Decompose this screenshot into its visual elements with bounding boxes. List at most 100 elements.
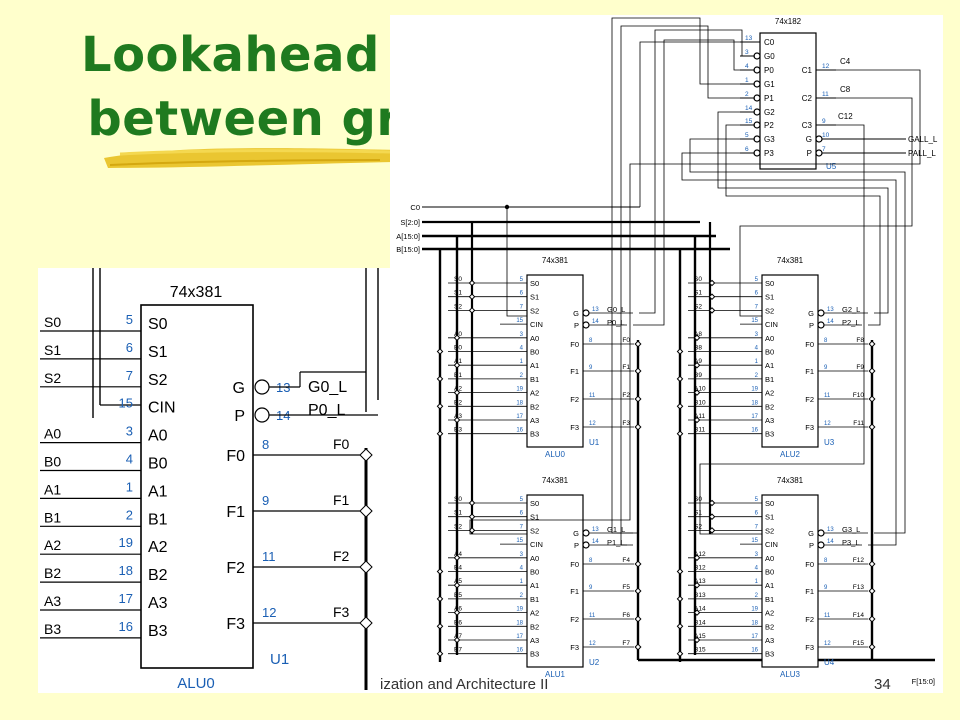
zoom-pin-name: B2 <box>148 567 168 584</box>
bus-tap <box>676 430 684 438</box>
alu-input-label: A9 <box>694 358 702 365</box>
alu-pin-number: 7 <box>755 524 759 530</box>
alu-input-label: B1 <box>454 372 462 379</box>
zoom-pin-number: 15 <box>119 396 133 411</box>
alu-input-label: S2 <box>694 523 702 530</box>
output-bus-label: F[15:0] <box>912 677 935 686</box>
alu-pin-number: 16 <box>751 428 758 434</box>
cla-output-name: C1 <box>802 66 813 75</box>
cla-pin-number: 12 <box>822 63 830 70</box>
alu-pin-number: 7 <box>520 524 524 530</box>
alu-g-bubble <box>582 309 590 317</box>
alu-input-label: A0 <box>454 331 462 338</box>
bus-tap <box>468 279 476 287</box>
bus-tap <box>436 375 444 383</box>
zoom-bus-tap <box>359 616 373 630</box>
alu-input-label: B3 <box>454 427 462 434</box>
alu-pin-number: 19 <box>516 387 523 393</box>
alu-pin-name: A1 <box>765 581 774 590</box>
alu-pin-name: S1 <box>530 513 539 522</box>
zoom-pin-number: 12 <box>262 605 276 620</box>
alu-pin-number: 15 <box>516 318 523 324</box>
alu-pin-number: 13 <box>592 527 599 533</box>
alu-g-net: G0_L <box>607 305 625 314</box>
bus-tap <box>468 307 476 314</box>
zoom-pin-number: 17 <box>119 591 133 606</box>
alu-input-label: S1 <box>694 290 702 297</box>
alu-f-label: F2 <box>805 615 814 624</box>
cla-group-net: GALL_L <box>908 135 938 144</box>
alu-f-net: F1 <box>622 364 630 371</box>
zoom-input-label: A1 <box>44 481 61 497</box>
alu-g-bubble <box>582 529 590 537</box>
bus-tap <box>468 513 476 521</box>
zoom-g-bubble <box>254 379 270 395</box>
alu-input-label: A11 <box>694 413 705 420</box>
cla-output-bubble <box>815 135 823 143</box>
bus-tap <box>453 334 461 342</box>
alu-part-label: 74x381 <box>542 256 569 265</box>
zoom-p-bubble <box>254 407 270 423</box>
alu-pin-number: 18 <box>751 400 758 406</box>
alu-input-label: A12 <box>694 551 706 558</box>
alu-pin-name: B2 <box>530 402 539 411</box>
alu-g-bubble <box>817 309 825 317</box>
alu-pin-number: 8 <box>589 558 593 564</box>
alu-pin-name: B0 <box>530 348 539 357</box>
alu-p-net: P1_L <box>607 538 625 547</box>
alu-pin-number: 11 <box>824 393 831 399</box>
alu-f-label: F3 <box>805 423 814 432</box>
alu-pin-number: 11 <box>824 613 831 619</box>
zoom-pin-number: 9 <box>262 493 269 508</box>
bus-tap <box>453 554 461 562</box>
bus-tap <box>676 568 684 575</box>
zoom-f-net: F2 <box>333 548 350 564</box>
bus-label: C0 <box>410 203 420 212</box>
alu-pin-number: 12 <box>589 641 596 647</box>
alu-pin-name: CIN <box>765 540 778 549</box>
alu-name: ALU1 <box>545 670 566 679</box>
cla-pin-number: 15 <box>745 118 753 125</box>
alu-pin-name: B3 <box>530 430 539 439</box>
g-route-wire <box>689 138 906 534</box>
bus-tap <box>453 361 461 369</box>
alu-pin-name: B3 <box>765 430 774 439</box>
alu-pin-number: 3 <box>520 332 524 338</box>
cla-group-net: PALL_L <box>908 149 936 158</box>
zoom-input-label: A3 <box>44 593 61 609</box>
alu-chip <box>761 494 819 668</box>
alu-pin-number: 9 <box>589 585 593 591</box>
alu-pin-number: 2 <box>520 593 524 599</box>
zoom-pin-number: 2 <box>126 507 133 522</box>
alu-pin-name: A0 <box>765 334 774 343</box>
alu-input-label: B8 <box>694 345 702 352</box>
p-route-wire <box>681 152 897 546</box>
alu-pin-number: 7 <box>520 304 524 310</box>
zoom-pin-number: 1 <box>126 479 133 494</box>
alu-pin-number: 17 <box>516 414 523 420</box>
bus-tap <box>453 636 461 644</box>
alu-pin-number: 2 <box>755 593 759 599</box>
alu-pin-number: 1 <box>755 359 759 365</box>
alu-pin-name: S0 <box>530 279 539 288</box>
zoom-input-label: B1 <box>44 509 61 525</box>
g-route-wire <box>717 111 889 314</box>
alu-pin-number: 15 <box>516 538 523 544</box>
alu-pin-number: 11 <box>589 393 596 399</box>
alu-f-net: F9 <box>856 364 864 371</box>
alu-input-label: S0 <box>694 276 702 283</box>
alu-input-label: S0 <box>454 496 462 503</box>
alu-g-net: G3_L <box>842 525 860 534</box>
cla-pin-number: 7 <box>822 146 826 153</box>
alu-input-label: A14 <box>694 606 706 613</box>
cla-input-name: G2 <box>764 108 775 117</box>
bus-tap <box>634 587 642 595</box>
alu-pin-number: 17 <box>751 414 758 420</box>
zoom-f-label: F0 <box>226 448 245 465</box>
alu-input-label: B13 <box>694 592 706 599</box>
alu-part-label: 74x381 <box>542 476 569 485</box>
alu-input-label: B6 <box>454 619 462 626</box>
c0-route-wire <box>639 41 755 207</box>
